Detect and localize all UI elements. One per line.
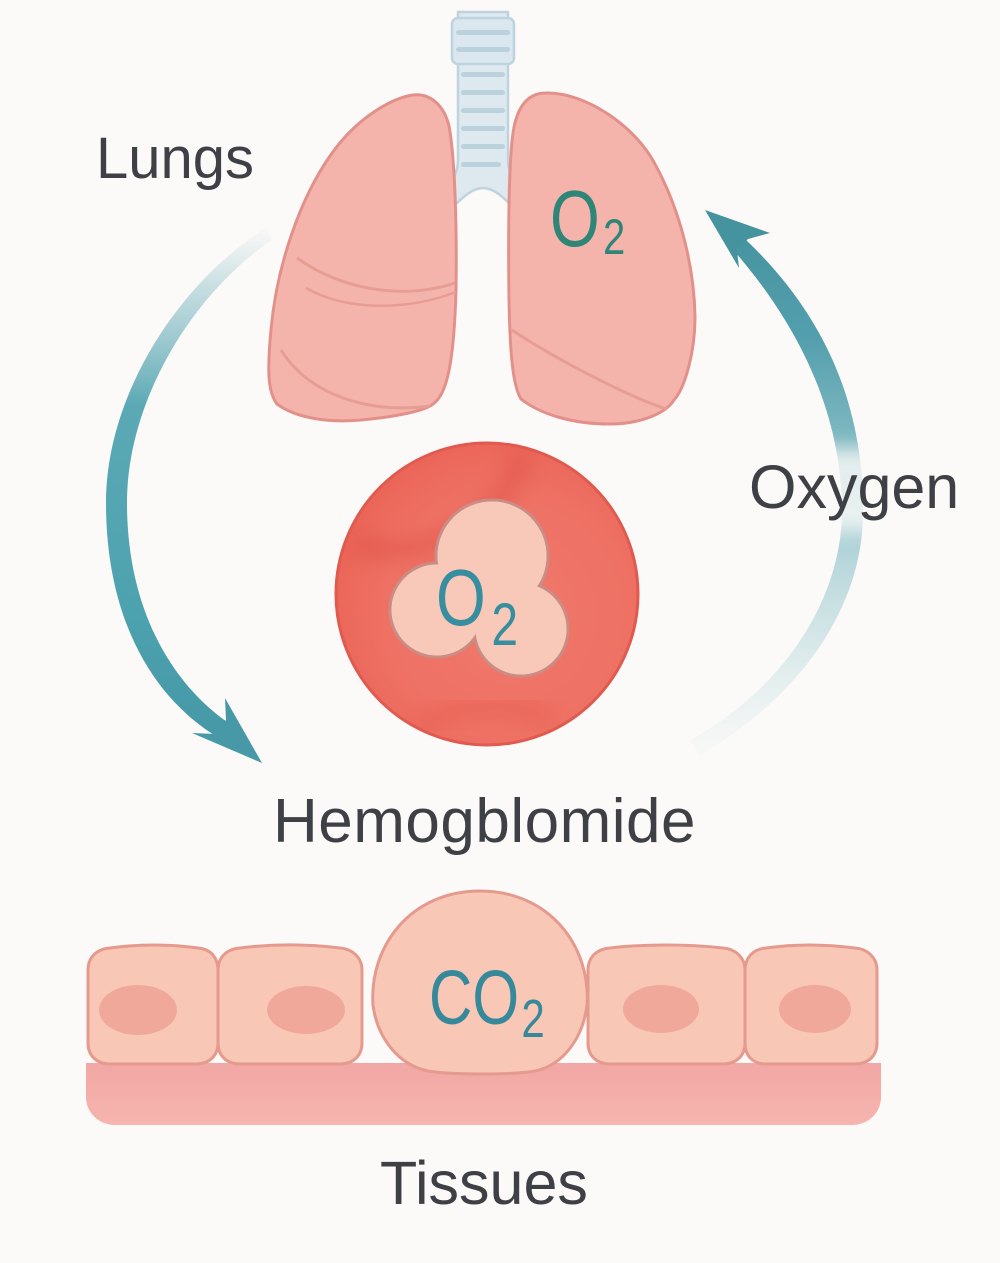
svg-text:Lungs: Lungs: [96, 126, 254, 191]
svg-text:Hemogblomide: Hemogblomide: [273, 787, 696, 856]
svg-text:Oxygen: Oxygen: [749, 453, 959, 521]
svg-text:Tissues: Tissues: [380, 1149, 588, 1217]
